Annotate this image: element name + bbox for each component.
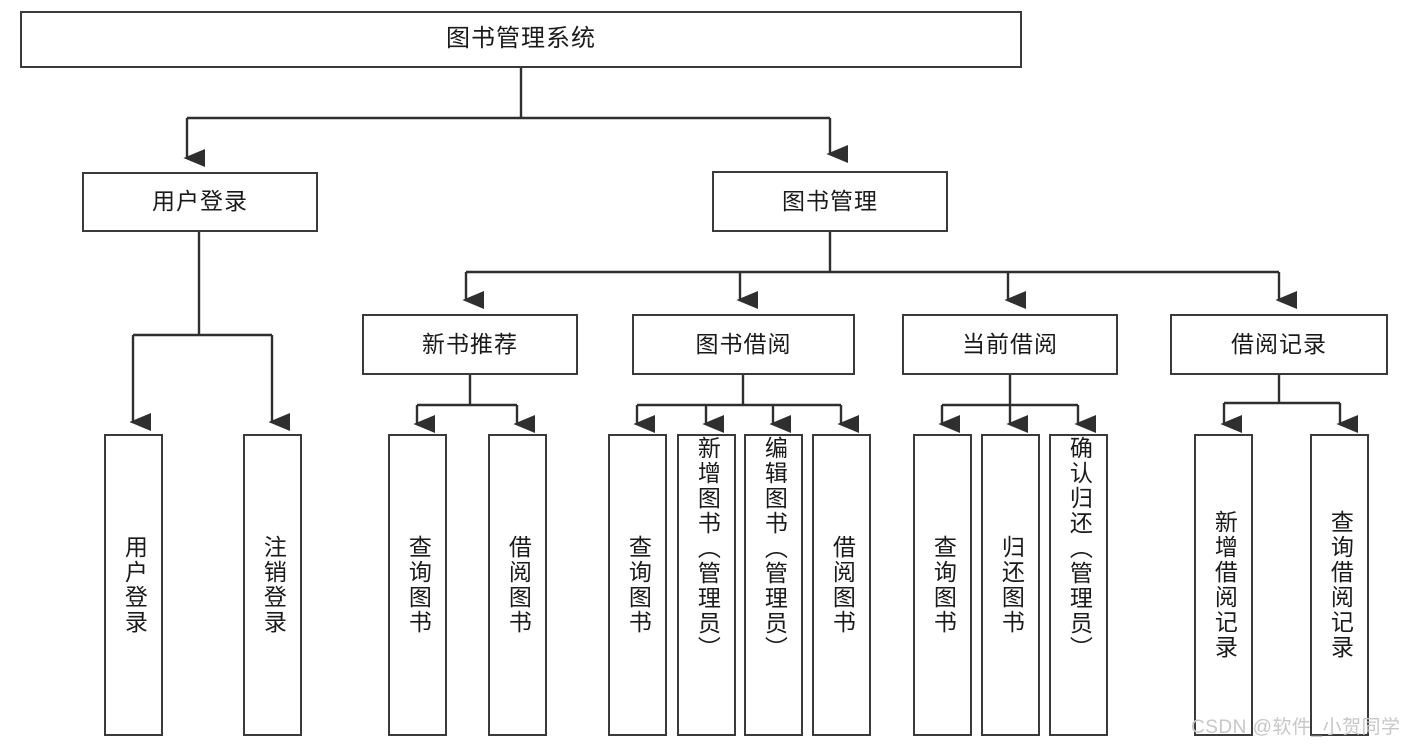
node-leaf-borrow-book[interactable]: 借阅图书 [812,434,871,736]
node-label: 图书管理系统 [446,25,596,53]
node-label: 注销登录 [260,535,287,635]
node-leaf-user-login[interactable]: 用户登录 [104,434,163,736]
node-leaf-query-book-current[interactable]: 查询图书 [913,434,972,736]
node-label: 查询图书 [405,535,432,635]
node-label: 用户登录 [152,188,248,215]
node-label: 新书推荐 [422,330,518,357]
node-user-login[interactable]: 用户登录 [82,172,318,232]
node-label: 用户登录 [121,535,148,635]
node-new-book-recommend[interactable]: 新书推荐 [362,314,578,375]
node-label: 确认归还（管理员） [1066,436,1093,661]
node-leaf-query-book-borrow[interactable]: 查询图书 [608,434,667,736]
node-leaf-add-borrow-record[interactable]: 新增借阅记录 [1194,434,1253,736]
node-leaf-logout[interactable]: 注销登录 [243,434,302,736]
node-leaf-confirm-return-admin[interactable]: 确认归还（管理员） [1049,434,1108,736]
node-borrow-record[interactable]: 借阅记录 [1170,314,1388,375]
node-label: 借阅图书 [829,535,856,635]
node-label: 图书借阅 [695,330,792,357]
node-label: 当前借阅 [962,330,1058,357]
node-leaf-query-borrow-record[interactable]: 查询借阅记录 [1310,434,1369,736]
node-book-management[interactable]: 图书管理 [712,171,948,232]
node-current-borrow[interactable]: 当前借阅 [902,314,1118,375]
node-leaf-add-book-admin[interactable]: 新增图书（管理员） [677,434,736,736]
node-label: 借阅记录 [1231,330,1327,357]
node-label: 编辑图书（管理员） [761,436,788,661]
node-label: 归还图书 [998,535,1025,635]
csdn-watermark: CSDN @软件_小贺同学 [1191,717,1401,738]
node-label: 图书管理 [782,187,878,214]
node-leaf-query-book-recommend[interactable]: 查询图书 [388,434,447,736]
node-book-borrow[interactable]: 图书借阅 [632,314,855,375]
node-label: 查询图书 [930,535,957,635]
node-label: 借阅图书 [505,535,532,635]
node-label: 查询图书 [625,535,652,635]
node-label: 查询借阅记录 [1327,510,1354,660]
node-leaf-edit-book-admin[interactable]: 编辑图书（管理员） [744,434,803,736]
node-leaf-borrow-book-recommend[interactable]: 借阅图书 [488,434,547,736]
node-root-system[interactable]: 图书管理系统 [20,11,1022,68]
node-label: 新增借阅记录 [1211,510,1238,660]
node-label: 新增图书（管理员） [694,436,721,661]
node-leaf-return-book[interactable]: 归还图书 [981,434,1040,736]
